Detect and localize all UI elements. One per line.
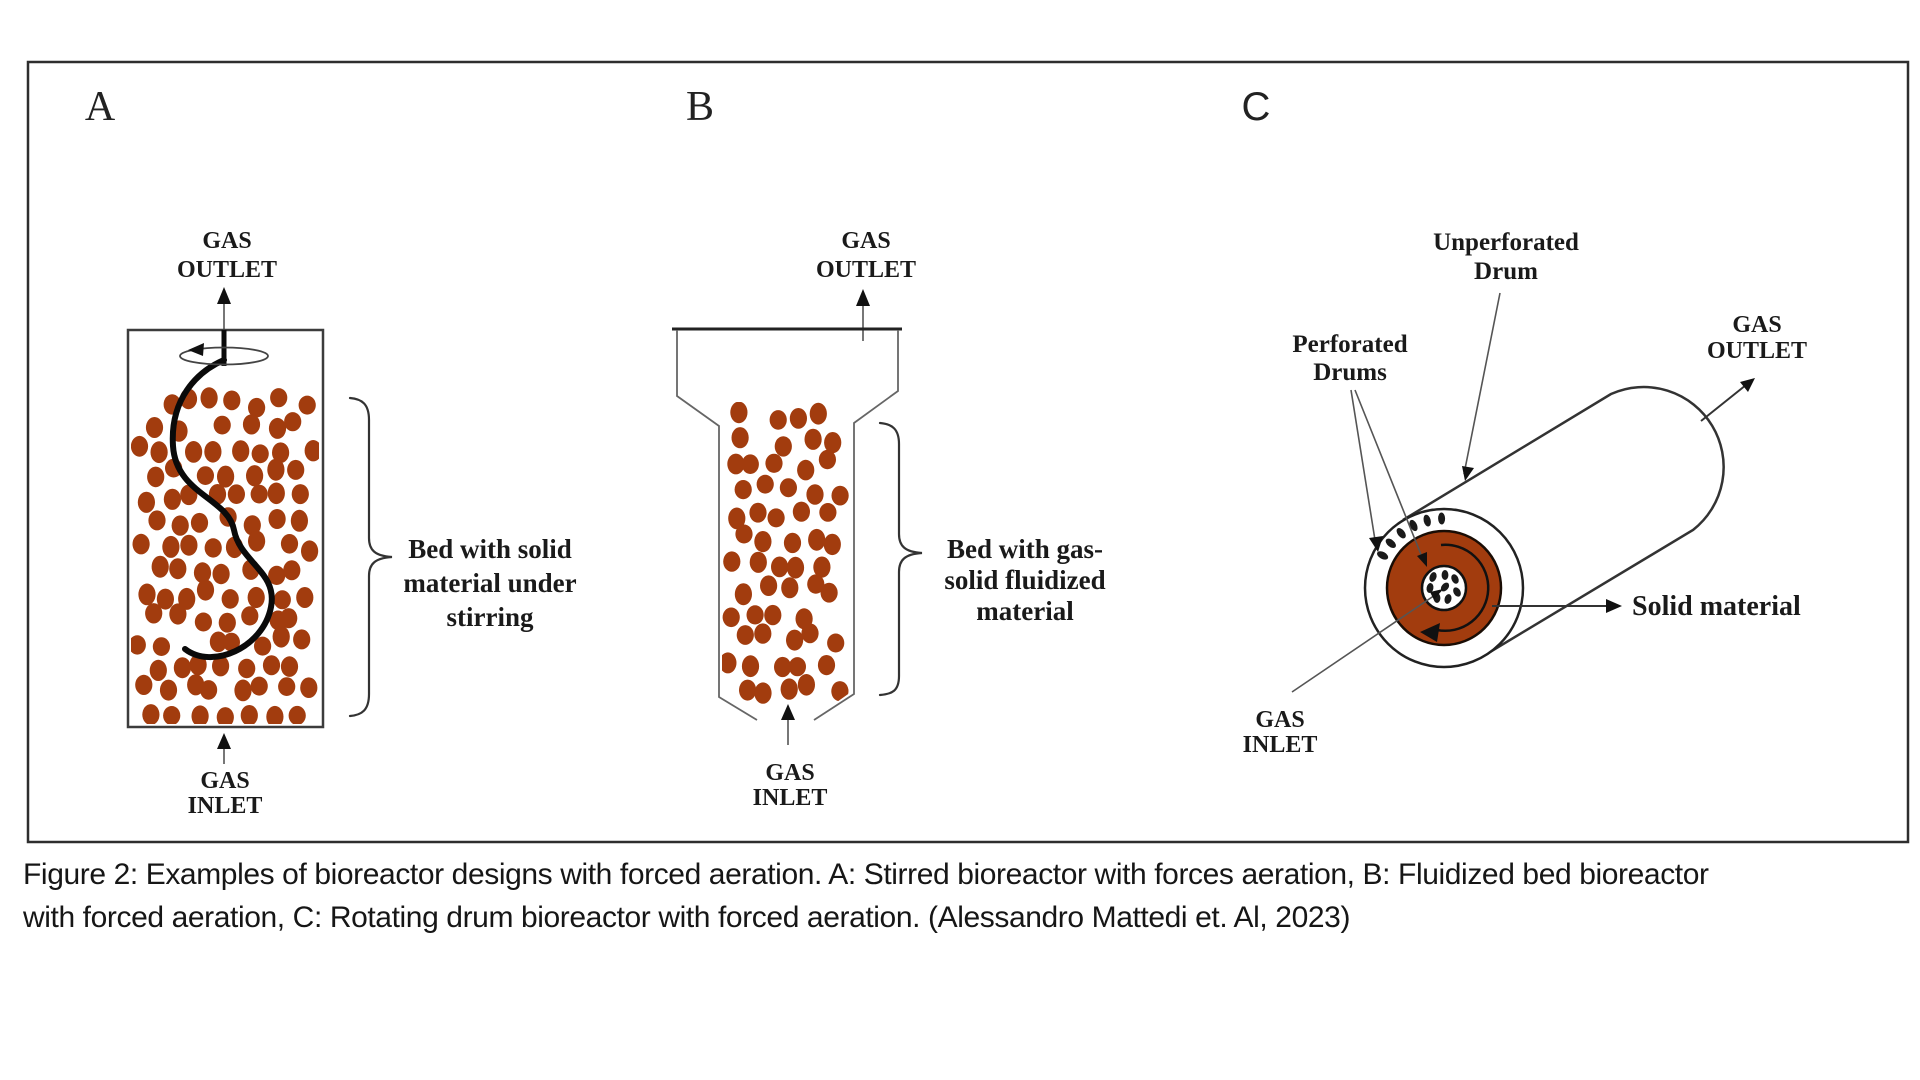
panel-c-gas-inlet-line2: INLET (1243, 732, 1318, 758)
panel-a-particle-bed (131, 387, 319, 724)
panel-b-gas-outlet-arrow (856, 289, 870, 341)
panel-c-gas-outlet-line1: GAS (1732, 312, 1781, 338)
panel-a-brace (348, 396, 393, 718)
rotation-swirl-icon (179, 346, 269, 366)
panel-b-bed-label-line2: solid fluidized (944, 565, 1105, 595)
panel-c-unperforated-leader (1462, 292, 1501, 481)
rotation-arrowhead-icon (188, 343, 204, 356)
panel-b-gas-inlet-arrow (781, 704, 795, 745)
panel-c-gas-inlet-leader (1291, 589, 1443, 693)
inner-drum-holes (1426, 570, 1461, 604)
panel-b-gas-outlet-line2: OUTLET (816, 257, 916, 283)
panel-c-perforated-leaders (1350, 389, 1427, 567)
panel-c-gas-outlet-line2: OUTLET (1707, 338, 1807, 364)
panel-c-solid-material-leader (1492, 599, 1622, 613)
panel-a-bed-label-line1: Bed with solid (408, 534, 572, 564)
figure-caption: Figure 2: Examples of bioreactor designs… (23, 853, 1913, 939)
panel-b-bed-label-line1: Bed with gas- (947, 534, 1103, 564)
panel-a-letter: A (85, 84, 116, 130)
panel-c-letter: C (1242, 85, 1271, 129)
panel-b-gas-inlet-line2: INLET (753, 785, 828, 811)
panel-b-brace (878, 421, 923, 697)
panel-c-gas-inlet-line1: GAS (1255, 707, 1304, 733)
panel-c-perforated-label-line2: Drums (1313, 359, 1387, 386)
panel-b-letter: B (686, 84, 714, 130)
panel-a-gas-outlet-line1: GAS (202, 228, 251, 254)
panel-b-particle-bed (722, 402, 849, 704)
figure-caption-line2: with forced aeration, C: Rotating drum b… (23, 901, 1351, 934)
panel-c-perforated-label-line1: Perforated (1292, 331, 1407, 358)
panel-c-drum-body (1402, 385, 1725, 657)
panel-a-gas-outlet-arrow (217, 287, 231, 330)
panel-c-unperforated-label-line2: Drum (1474, 258, 1538, 285)
panel-c-drum-face (1363, 507, 1525, 669)
panel-c-solid-material-label: Solid material (1632, 591, 1801, 622)
figure-frame (26, 60, 1910, 844)
panel-c-unperforated-label-line1: Unperforated (1433, 229, 1579, 256)
panel-a-bed-label-line2: material under (403, 568, 576, 598)
panel-b-gas-outlet-line1: GAS (841, 228, 890, 254)
perforation-holes (1377, 512, 1446, 560)
panel-b-bed-label-line3: material (976, 596, 1074, 626)
panel-c-gas-outlet-arrow (1700, 378, 1755, 422)
panel-b-vessel (672, 327, 902, 721)
panel-b-gas-inlet-line1: GAS (765, 760, 814, 786)
panel-a-stirrer (169, 330, 275, 661)
panel-a-gas-inlet-line1: GAS (200, 768, 249, 794)
panel-a-gas-outlet-line2: OUTLET (177, 257, 277, 283)
panel-a-gas-inlet-arrow (217, 733, 231, 764)
rotation-arrowhead-icon (1420, 623, 1440, 642)
panel-a-gas-inlet-line2: INLET (188, 793, 263, 819)
rotation-arrow-arc (1436, 543, 1490, 632)
figure-caption-line1: Figure 2: Examples of bioreactor designs… (23, 858, 1709, 891)
panel-a-bed-label-line3: stirring (447, 602, 534, 632)
